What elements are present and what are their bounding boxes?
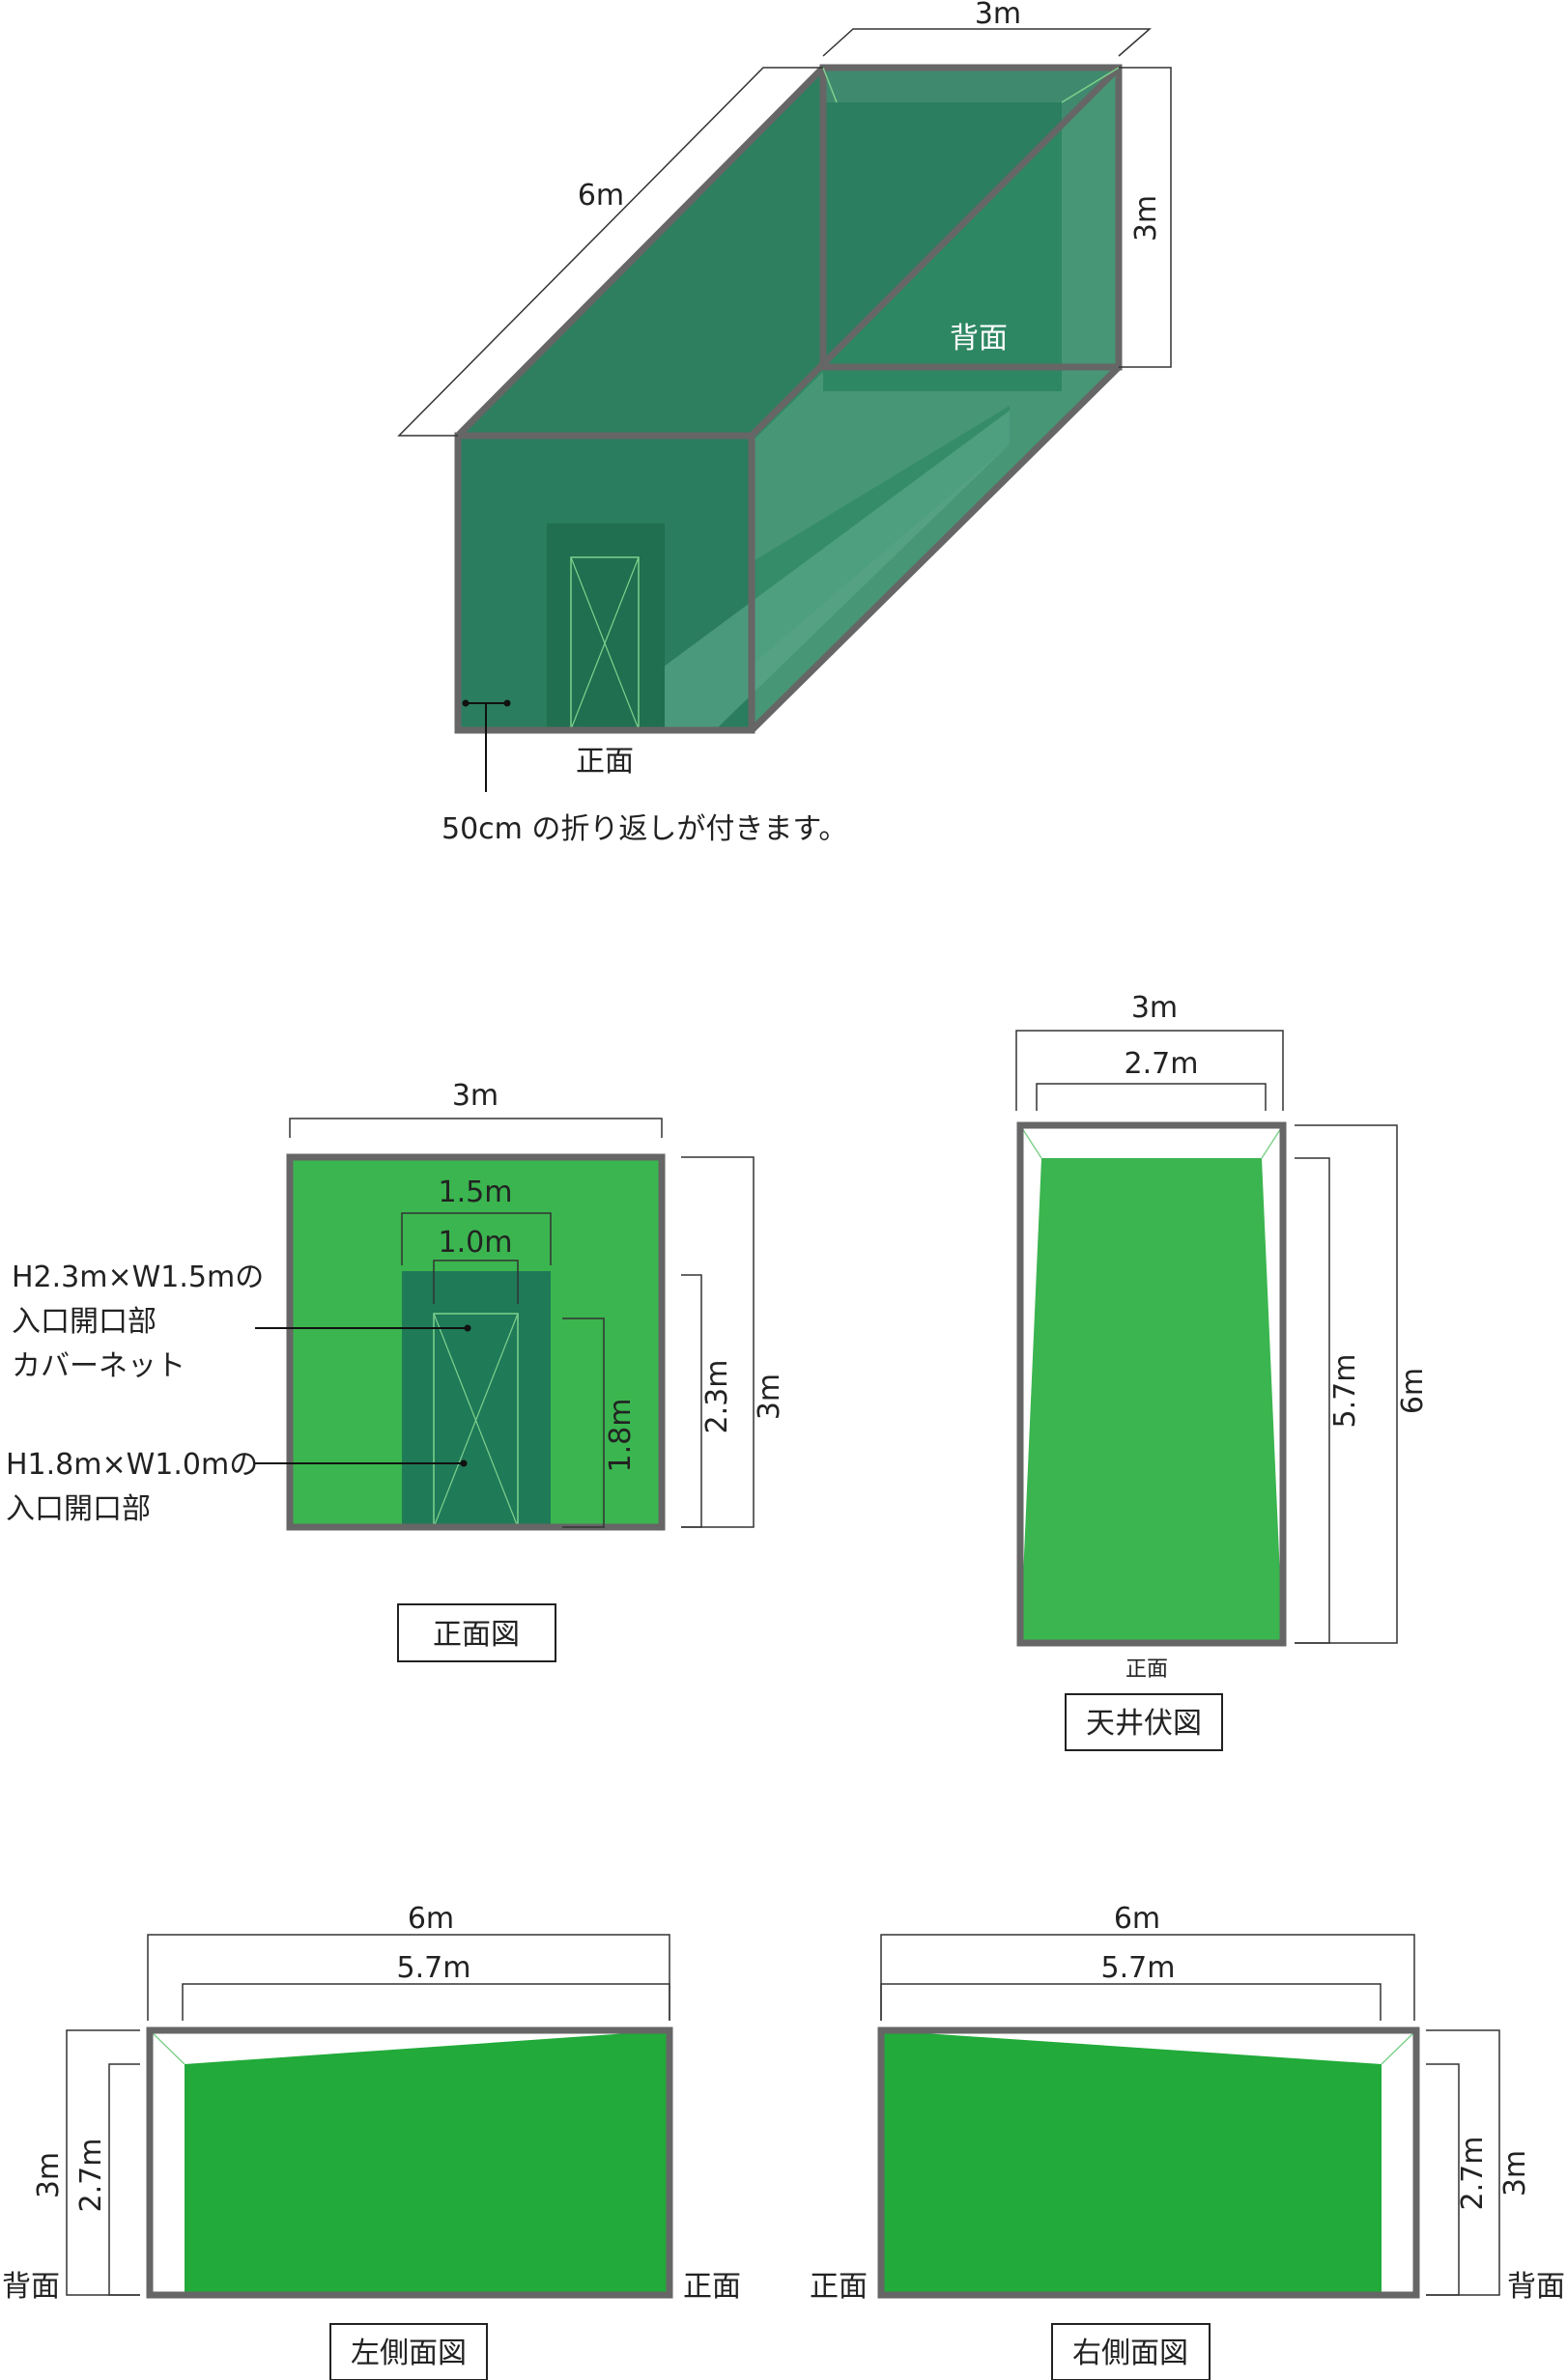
right-side-view: 6m 5.7m 2.7m 3m 正面 背面 右側面図 <box>810 1902 1565 2380</box>
ceiling-dim-length: 6m <box>1396 1368 1430 1414</box>
iso-edge-bottom-right <box>749 364 1122 733</box>
right-dim-inner-height: 2.7m <box>1456 2137 1490 2211</box>
front-caption-box <box>397 1603 556 1662</box>
front-cover-label-1: H2.3m×W1.5mの <box>12 1261 264 1294</box>
ceiling-dim-width: 3m <box>1131 991 1178 1025</box>
ceiling-front-label: 正面 <box>1125 1658 1168 1682</box>
front-cover-label-2: 入口開口部 <box>12 1305 157 1339</box>
ceiling-dim-inner-width-line <box>1036 1083 1267 1111</box>
front-dim-door-width: 1.0m <box>439 1226 513 1260</box>
front-dim-height-line <box>681 1156 755 1528</box>
front-door-dot <box>460 1459 468 1467</box>
right-dim-inner-height-line <box>1426 2063 1460 2296</box>
left-dim-inner-height-line <box>108 2063 140 2296</box>
ceiling-dim-length-line <box>1295 1124 1398 1644</box>
iso-corner-a <box>822 67 838 103</box>
front-frame <box>286 1153 666 1531</box>
front-caption: 正面図 <box>433 1618 520 1652</box>
iso-edge-top-left <box>455 65 826 439</box>
left-dim-height: 3m <box>32 2152 66 2198</box>
iso-dim-width-line <box>822 28 1152 57</box>
front-dim-width-line <box>289 1118 663 1138</box>
front-dim-cover-height: 2.3m <box>700 1360 734 1434</box>
right-caption: 右側面図 <box>1072 2337 1188 2370</box>
ceiling-caption: 天井伏図 <box>1086 1707 1202 1741</box>
right-back-label: 背面 <box>1507 2270 1565 2304</box>
ceiling-dim-inner-length-line <box>1295 1157 1330 1644</box>
right-caption-box <box>1051 2323 1211 2380</box>
front-dim-door-h-line <box>562 1318 605 1528</box>
right-dim-inner-length: 5.7m <box>1101 1951 1176 1985</box>
iso-door-cover <box>547 524 665 730</box>
front-dim-height: 3m <box>753 1374 786 1420</box>
front-door-label-1: H1.8m×W1.0mの <box>6 1448 258 1482</box>
left-caption: 左側面図 <box>351 2337 467 2370</box>
left-dim-height-line <box>66 2029 140 2296</box>
right-corner <box>1381 2029 1417 2065</box>
front-door-label-2: 入口開口部 <box>6 1492 151 1526</box>
iso-note: 50cm の折り返しが付きます。 <box>442 812 847 846</box>
right-dim-length-line <box>880 1934 1415 2021</box>
iso-fold-dot-a <box>462 699 470 707</box>
front-cover-dot <box>464 1324 471 1332</box>
iso-back-label: 背面 <box>950 322 1008 355</box>
ceiling-view: 3m 2.7m 5.7m 6m 正面 天井伏図 <box>1015 991 1430 1751</box>
iso-dim-depth-line <box>397 67 823 437</box>
iso-floor-light <box>618 411 1010 730</box>
left-dim-length: 6m <box>408 1902 454 1936</box>
left-net <box>185 2030 670 2295</box>
left-front-label: 正面 <box>683 2270 741 2304</box>
iso-door-cross-b <box>570 556 640 730</box>
left-dim-length-line <box>147 1934 670 2021</box>
iso-dim-height: 3m <box>1129 195 1163 241</box>
ceiling-dim-inner-width: 2.7m <box>1125 1047 1199 1081</box>
iso-fold-dot-b <box>503 699 511 707</box>
right-dim-length: 6m <box>1114 1902 1160 1936</box>
front-dim-cover-width: 1.5m <box>439 1176 513 1209</box>
left-side-view: 6m 5.7m 3m 2.7m 背面 正面 左側面図 <box>2 1902 741 2380</box>
right-dim-height-line <box>1426 2029 1500 2296</box>
iso-dim-depth: 6m <box>578 179 624 212</box>
left-dim-inner-height: 2.7m <box>74 2139 108 2213</box>
front-dim-width: 3m <box>452 1079 499 1113</box>
ceiling-frame <box>1016 1121 1287 1647</box>
left-back-label: 背面 <box>2 2270 60 2304</box>
left-caption-box <box>329 2323 488 2380</box>
ceiling-net <box>1020 1158 1283 1643</box>
iso-dim-width: 3m <box>975 0 1021 31</box>
iso-corner-b <box>1061 67 1120 103</box>
right-dim-inner-length-line <box>880 1983 1382 2021</box>
right-dim-height: 3m <box>1498 2150 1532 2196</box>
iso-edge-top-right <box>749 65 1122 439</box>
right-net <box>881 2030 1382 2295</box>
front-dim-door-height: 1.8m <box>604 1399 638 1473</box>
ceiling-corner-a <box>1019 1124 1042 1159</box>
iso-front-label: 正面 <box>576 745 634 779</box>
front-view: 3m 1.5m 1.0m 1.8m 2.3m 3m H2.3m×W1.5mの 入… <box>6 1079 786 1662</box>
ceiling-dim-width-line <box>1015 1030 1284 1111</box>
left-corner <box>149 2029 185 2065</box>
iso-dim-height-line <box>1119 67 1172 368</box>
left-dim-inner-length-line <box>182 1983 670 2021</box>
ceiling-caption-box <box>1065 1693 1223 1751</box>
ceiling-corner-b <box>1261 1124 1284 1159</box>
front-dim-cover-h-line <box>681 1274 702 1528</box>
front-cover-label-3: カバーネット <box>12 1349 185 1383</box>
front-dim-door-line <box>433 1260 519 1304</box>
right-front-label: 正面 <box>810 2270 868 2304</box>
right-frame <box>877 2026 1420 2299</box>
front-door-cross-b <box>433 1313 519 1528</box>
left-frame <box>146 2026 673 2299</box>
front-door-cover <box>402 1271 551 1527</box>
left-dim-inner-length: 5.7m <box>397 1951 471 1985</box>
front-dim-cover-line <box>401 1212 552 1265</box>
isometric-view: 3m 6m 3m 背面 正面 50cm の折り返しが付きます。 <box>397 0 1172 846</box>
ceiling-dim-inner-length: 5.7m <box>1328 1354 1362 1429</box>
